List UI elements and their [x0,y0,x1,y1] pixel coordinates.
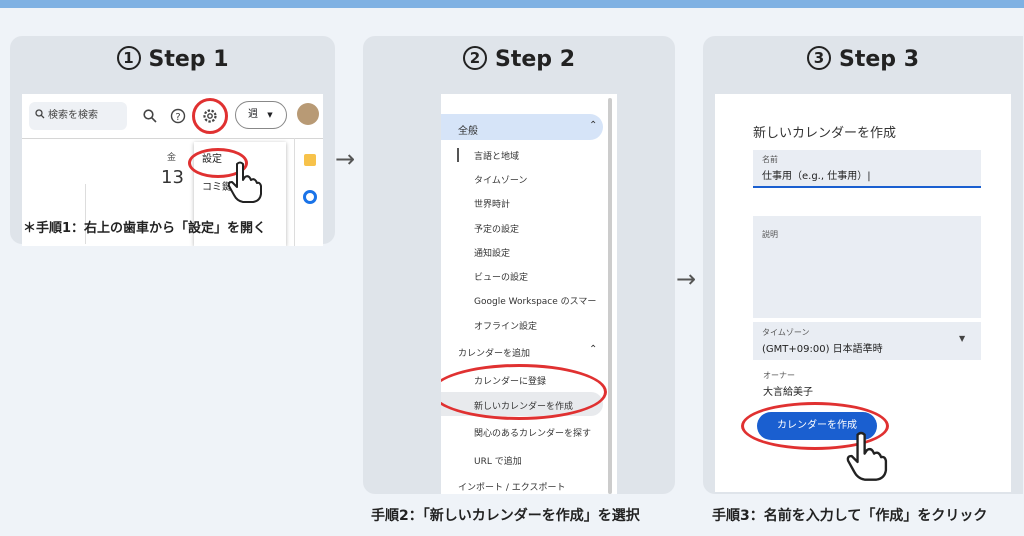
tasks-icon[interactable] [303,190,317,204]
scrollbar[interactable] [608,98,612,494]
chevron-up-icon[interactable]: ⌃ [589,120,598,131]
step3-panel: 3 Step 3 新しいカレンダーを作成 名前 仕事用（e.g., 仕事用）| 説… [703,36,1023,494]
step3-heading: 3 Step 3 [703,36,1023,84]
section-general-highlight [441,114,603,140]
section-import-export[interactable]: インポート / エクスポート [458,483,566,493]
step1-number: 1 [116,46,141,70]
create-highlight-ring [441,364,607,420]
view-label: 週 [248,109,258,120]
chevron-down-icon: ▼ [267,111,273,119]
add-item-browse[interactable]: 関心のあるカレンダーを探す [474,429,592,439]
top-accent-bar [0,0,1024,8]
step2-heading: 2 Step 2 [363,36,675,84]
timezone-select[interactable]: タイムゾーン (GMT+09:00) 日本語準時 ▼ [753,322,981,360]
step2-heading-text: Step 2 [495,47,575,72]
timezone-value: (GMT+09:00) 日本語準時 [762,344,883,355]
name-value: 仕事用（e.g., 仕事用）| [762,171,871,182]
pointing-hand-icon [846,431,888,481]
keep-icon[interactable] [304,154,316,166]
timezone-label: タイムゾーン [762,328,810,337]
gear-icon[interactable] [201,107,219,125]
side-panel [294,138,323,246]
settings-highlight-ring [188,148,248,178]
step1-screenshot: 検索を検索 ? 週 ▼ 金 13 設定 コミ鍵 [22,94,323,246]
settings-item-view[interactable]: ビューの設定 [474,273,529,283]
owner-label: オーナー [763,371,795,380]
step3-heading-text: Step 3 [839,47,919,72]
settings-item-notifications[interactable]: 通知設定 [474,249,511,259]
settings-item-language[interactable]: 言語と地域 [474,152,520,162]
form-title: 新しいカレンダーを作成 [753,126,897,141]
section-add-calendar[interactable]: カレンダーを追加 [458,349,531,359]
gear-highlight-ring [192,98,228,134]
chevron-down-icon: ▼ [959,334,966,343]
step2-panel: 2 Step 2 全般 ⌃ 言語と地域 タイムゾーン 世界時計 予定の設定 通知設… [363,36,675,494]
step3-number: 3 [807,46,831,70]
search-icon[interactable] [143,109,157,123]
svg-text:?: ? [175,112,180,123]
search-placeholder: 検索を検索 [48,110,98,121]
arrow-right-icon: → [335,145,356,173]
description-field[interactable]: 説明 [753,216,981,318]
step1-heading: 1 Step 1 [10,36,335,84]
button-highlight-ring [741,402,889,450]
grid-line [85,184,86,244]
name-field[interactable]: 名前 仕事用（e.g., 仕事用）| [753,150,981,188]
description-label: 説明 [762,230,778,239]
settings-item-workspace[interactable]: Google Workspace のスマー [474,297,597,307]
arrow-right-icon: → [676,265,697,293]
step1-heading-text: Step 1 [148,47,229,72]
name-label: 名前 [762,155,778,164]
menu-item-other[interactable]: コミ鍵 [202,182,232,193]
settings-item-timezone[interactable]: タイムゾーン [474,176,528,186]
pointing-hand-icon [227,161,262,203]
step3-screenshot: 新しいカレンダーを作成 名前 仕事用（e.g., 仕事用）| 説明 タイムゾーン… [715,94,1011,492]
step2-number: 2 [463,46,487,70]
help-icon[interactable]: ? [170,108,186,124]
step1-panel: 1 Step 1 検索を検索 ? 週 ▼ 金 13 設定 コミ鍵 ＊手順1：右上の… [10,36,335,246]
date-number: 13 [161,167,184,188]
divider [22,138,323,139]
day-label: 金 [167,153,177,163]
chevron-up-icon[interactable]: ⌃ [589,344,598,355]
search-box[interactable]: 検索を検索 [29,102,127,130]
active-indicator [457,148,459,162]
step3-caption: 手順3：名前を入力して「作成」をクリック [712,508,988,524]
view-selector[interactable]: 週 ▼ [235,101,287,129]
step2-screenshot: 全般 ⌃ 言語と地域 タイムゾーン 世界時計 予定の設定 通知設定 ビューの設定… [441,94,617,494]
step1-caption: ＊手順1：右上の歯車から「設定」を開く [23,221,267,236]
owner-value: 大言給美子 [763,387,813,398]
search-icon [35,109,45,119]
section-general[interactable]: 全般 [458,126,478,137]
settings-item-event[interactable]: 予定の設定 [474,225,520,235]
step2-caption: 手順2：「新しいカレンダーを作成」を選択 [371,508,640,524]
settings-item-offline[interactable]: オフライン設定 [474,322,538,332]
avatar[interactable] [297,103,319,125]
add-item-url[interactable]: URL で追加 [474,457,522,467]
settings-item-world-clock[interactable]: 世界時計 [474,200,511,210]
